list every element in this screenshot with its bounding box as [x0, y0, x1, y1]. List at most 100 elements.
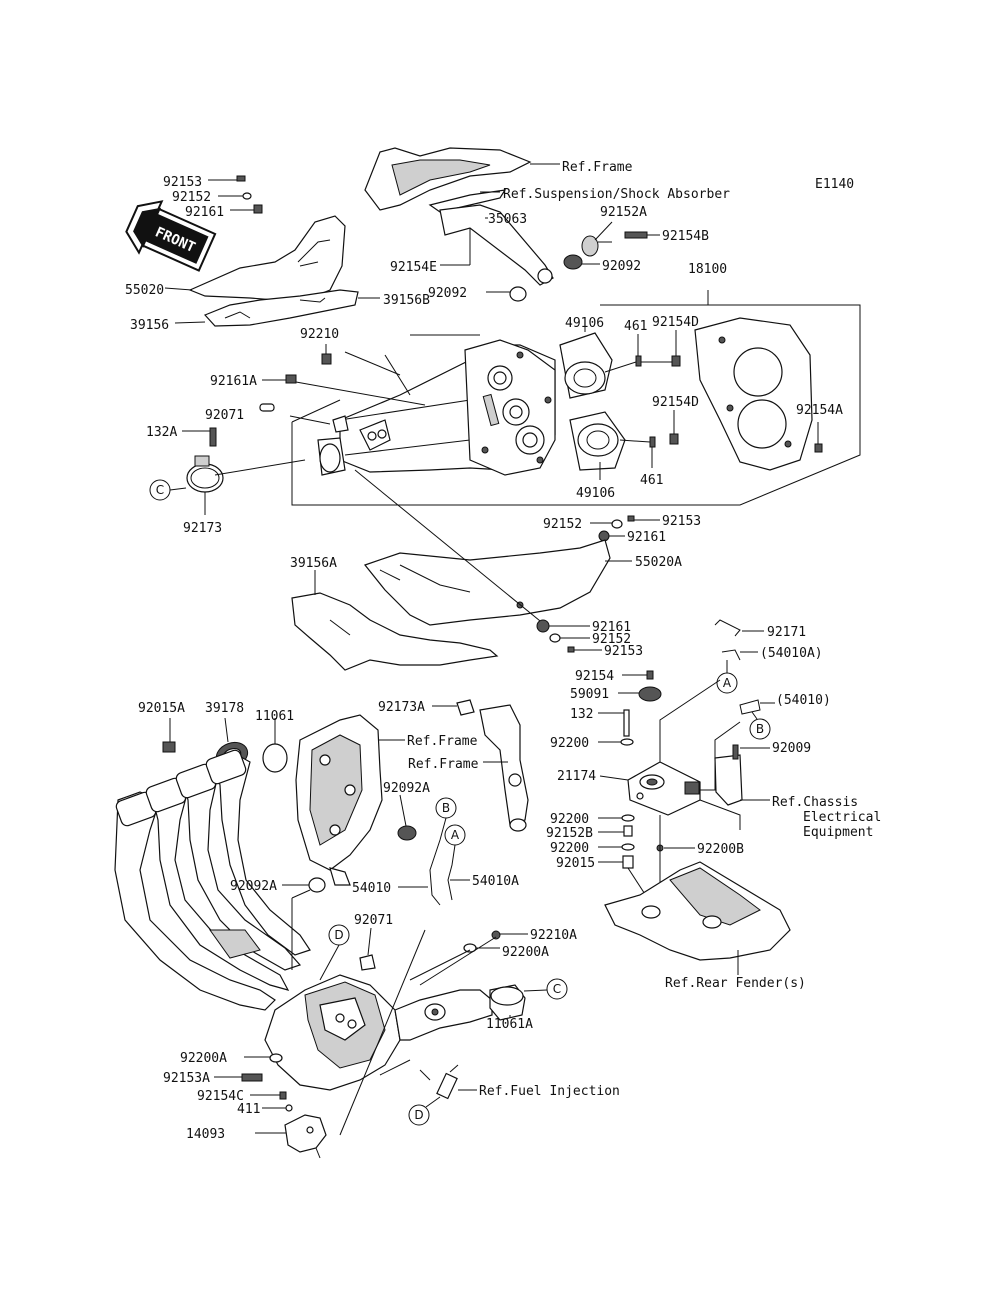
label-92200A-right: 92200A: [502, 945, 549, 960]
label-39156A: 39156A: [290, 556, 337, 571]
callout-a-left-label: A: [451, 828, 460, 842]
bolt-92154A: [814, 443, 823, 453]
label-59091: 59091: [570, 687, 609, 702]
diagram-code: E1140: [815, 177, 854, 192]
bolt-92154C: [279, 1091, 287, 1100]
label-92009: 92009: [772, 741, 811, 756]
label-92015: 92015: [556, 856, 595, 871]
frame-top-part: [364, 147, 560, 211]
collar-92015: [622, 855, 634, 869]
sensor-fuel-injection: [436, 1064, 459, 1100]
small-hardware-top-left: [236, 175, 263, 214]
label-92200-b: 92200: [550, 812, 589, 827]
gasket-11061: [262, 743, 288, 773]
ref-frame-mid2: Ref.Frame: [408, 757, 479, 772]
damper-92161A: [285, 374, 297, 384]
callout-c-bottom: [546, 978, 568, 1000]
callout-b-right: [749, 718, 771, 740]
cover-55020A: [363, 539, 611, 626]
label-55020: 55020: [125, 283, 164, 298]
guard-39156A: [291, 592, 499, 671]
label-92154D-top: 92154D: [652, 315, 699, 330]
label-92154C: 92154C: [197, 1089, 244, 1104]
washer-92200-c: [621, 843, 635, 851]
label-92171: 92171: [767, 625, 806, 640]
washer-92152A: [581, 235, 599, 257]
label-92200-a: 92200: [550, 736, 589, 751]
label-11061A: 11061A: [486, 1017, 533, 1032]
label-39156B: 39156B: [383, 293, 430, 308]
label-92153-low: 92153: [604, 644, 643, 659]
ref-rear-fender: Ref.Rear Fender(s): [665, 976, 806, 991]
muffler-body: [317, 339, 556, 476]
label-92154: 92154: [575, 669, 614, 684]
damper-59091: [638, 686, 662, 702]
spacer-461-top: [635, 355, 642, 367]
label-92210: 92210: [300, 327, 339, 342]
bushing-92092-b: [509, 286, 527, 302]
label-92071-top: 92071: [205, 408, 244, 423]
rear-fender-part: [604, 861, 791, 961]
callout-b-left-label: B: [442, 801, 450, 815]
label-461-top: 461: [624, 319, 647, 334]
spacer-461-bottom: [649, 436, 656, 448]
clamp-92173: [186, 455, 224, 493]
label-39178: 39178: [205, 701, 244, 716]
ref-fuel-injection: Ref.Fuel Injection: [479, 1084, 620, 1099]
cover-55020: [188, 215, 346, 303]
washer-92200A-left: [269, 1053, 283, 1063]
label-132: 132: [570, 707, 593, 722]
bushing-92092-a: [563, 254, 583, 270]
sensor-wire-54010: [429, 817, 447, 906]
label-92173: 92173: [183, 521, 222, 536]
bolt-92154D-top: [671, 355, 681, 367]
sensor-wire-54010A: [447, 844, 456, 901]
label-49106-bottom: 49106: [576, 486, 615, 501]
rear-link-bracket: [479, 704, 529, 832]
label-92152A: 92152A: [600, 205, 647, 220]
label-92161-low: 92161: [592, 620, 631, 635]
ref-chassis-line2: Electrical: [803, 810, 881, 825]
label-49106-top: 49106: [565, 316, 604, 331]
washer-411: [285, 1104, 293, 1112]
main-muffler: [264, 974, 493, 1091]
end-cap-49106-bottom: [569, 411, 626, 471]
label-92071-bottom: 92071: [354, 913, 393, 928]
nut-92210: [321, 353, 332, 365]
label-92152-mid: 92152: [543, 517, 582, 532]
label-92154E: 92154E: [390, 260, 437, 275]
callout-d-top-label: D: [334, 928, 343, 942]
label-92092-a: 92092: [602, 259, 641, 274]
bolt-132A: [209, 427, 217, 447]
ref-frame-mid1: Ref.Frame: [407, 734, 478, 749]
bolt-92154D-mid: [669, 433, 679, 445]
label-92152-top: 92152: [172, 190, 211, 205]
label-92161A: 92161A: [210, 374, 257, 389]
label-92152-low: 92152: [592, 632, 631, 647]
bolt-92154B: [624, 231, 648, 239]
nut-92210A: [491, 930, 501, 940]
label-92173A: 92173A: [378, 700, 425, 715]
label-92200B: 92200B: [697, 842, 744, 857]
guard-39156: [203, 289, 359, 327]
label-92154B: 92154B: [662, 229, 709, 244]
clamp-92173A: [456, 699, 475, 716]
label-92015A: 92015A: [138, 701, 185, 716]
label-92153-mid: 92153: [662, 514, 701, 529]
label-54010A-paren: (54010A): [760, 646, 823, 661]
bolt-92153A: [241, 1073, 263, 1082]
label-54010: 54010: [352, 881, 391, 896]
collar-92015A: [162, 741, 176, 753]
bracket-14093: [284, 1114, 327, 1159]
callout-c-bottom-label: C: [553, 982, 561, 996]
grommet-92071-bottom: [359, 954, 376, 971]
ref-frame-top: Ref.Frame: [562, 160, 633, 175]
grommet-92071: [259, 403, 275, 412]
label-35063: 35063: [488, 212, 527, 227]
collar-92152B: [623, 825, 633, 837]
callout-d-bottom: [408, 1104, 430, 1126]
label-54010-paren: (54010): [776, 693, 831, 708]
label-92154D-mid: 92154D: [652, 395, 699, 410]
gasket-11061A: [489, 984, 526, 1021]
callout-c-left-label: C: [156, 483, 164, 497]
